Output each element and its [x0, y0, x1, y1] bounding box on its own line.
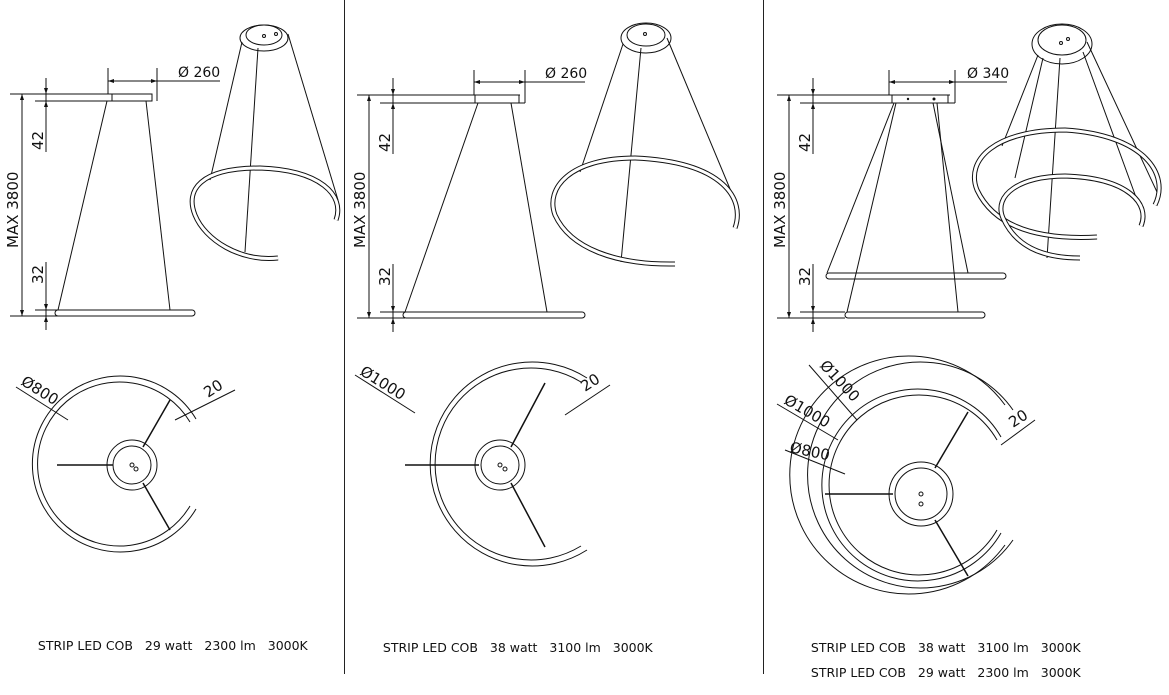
plan-view	[776, 355, 1036, 595]
ring-width-dimension: 20	[200, 376, 226, 401]
panel-single-800: MAX 3800 42 32 Ø 260	[0, 0, 344, 674]
bottom-dimension: 32	[376, 267, 394, 286]
height-dimension: MAX 3800	[4, 172, 22, 248]
perspective-view	[550, 22, 740, 267]
side-elevation-drawing: MAX 3800 42 32 Ø 260 Ø1000	[351, 22, 740, 567]
canopy-diameter: Ø 260	[178, 65, 220, 81]
side-elevation-drawing: MAX 3800 42 32 Ø 260	[4, 24, 341, 553]
power: 29 watt	[144, 638, 193, 653]
color-temperature: 3000K	[1040, 665, 1081, 680]
bottom-dimension: 32	[29, 265, 47, 284]
ring-diameter: Ø800	[18, 372, 62, 409]
led-type: STRIP LED COB	[37, 638, 133, 653]
spec-line: STRIP LED COB 38 watt 3100 lm 3000K	[367, 625, 653, 670]
power: 38 watt	[489, 640, 538, 655]
lumen: 3100 lm	[977, 640, 1029, 655]
canopy-diameter: Ø 340	[967, 66, 1009, 82]
led-type: STRIP LED COB	[382, 640, 478, 655]
color-temperature: 3000K	[267, 638, 308, 653]
perspective-view	[971, 23, 1162, 261]
plan-view	[15, 375, 236, 553]
ring-diameter: Ø1000	[357, 362, 409, 404]
lumen: 2300 lm	[204, 638, 256, 653]
height-dimension: MAX 3800	[771, 172, 789, 248]
canopy-diameter: Ø 260	[545, 66, 587, 82]
panel-divider	[344, 0, 345, 674]
power: 38 watt	[917, 640, 966, 655]
spec-line: STRIP LED COB 29 watt 2300 lm 3000K	[795, 650, 1081, 695]
spec-line: STRIP LED COB 29 watt 2300 lm 3000K	[22, 623, 308, 668]
top-dimension: 42	[796, 133, 814, 152]
led-type: STRIP LED COB	[810, 640, 906, 655]
plan-view	[354, 361, 611, 567]
panel-divider	[763, 0, 764, 674]
panel-double-1000-800: MAX 3800 42 32 Ø 340	[765, 0, 1169, 680]
top-dimension: 42	[29, 131, 47, 150]
ring-width-dimension: 20	[1005, 406, 1031, 431]
led-type: STRIP LED COB	[810, 665, 906, 680]
panel-single-1000: MAX 3800 42 32 Ø 260 Ø1000	[345, 0, 763, 674]
power: 29 watt	[917, 665, 966, 680]
ring-diameter-inner: Ø800	[788, 438, 831, 464]
height-dimension: MAX 3800	[351, 172, 369, 248]
spec-line: STRIP LED COB 38 watt 3100 lm 3000K	[795, 625, 1081, 670]
color-temperature: 3000K	[1040, 640, 1081, 655]
perspective-view	[189, 24, 341, 261]
side-elevation-drawing: MAX 3800 42 32 Ø 340	[771, 23, 1162, 595]
bottom-dimension: 32	[796, 267, 814, 286]
lumen: 2300 lm	[977, 665, 1029, 680]
top-dimension: 42	[376, 133, 394, 152]
color-temperature: 3000K	[612, 640, 653, 655]
lumen: 3100 lm	[549, 640, 601, 655]
